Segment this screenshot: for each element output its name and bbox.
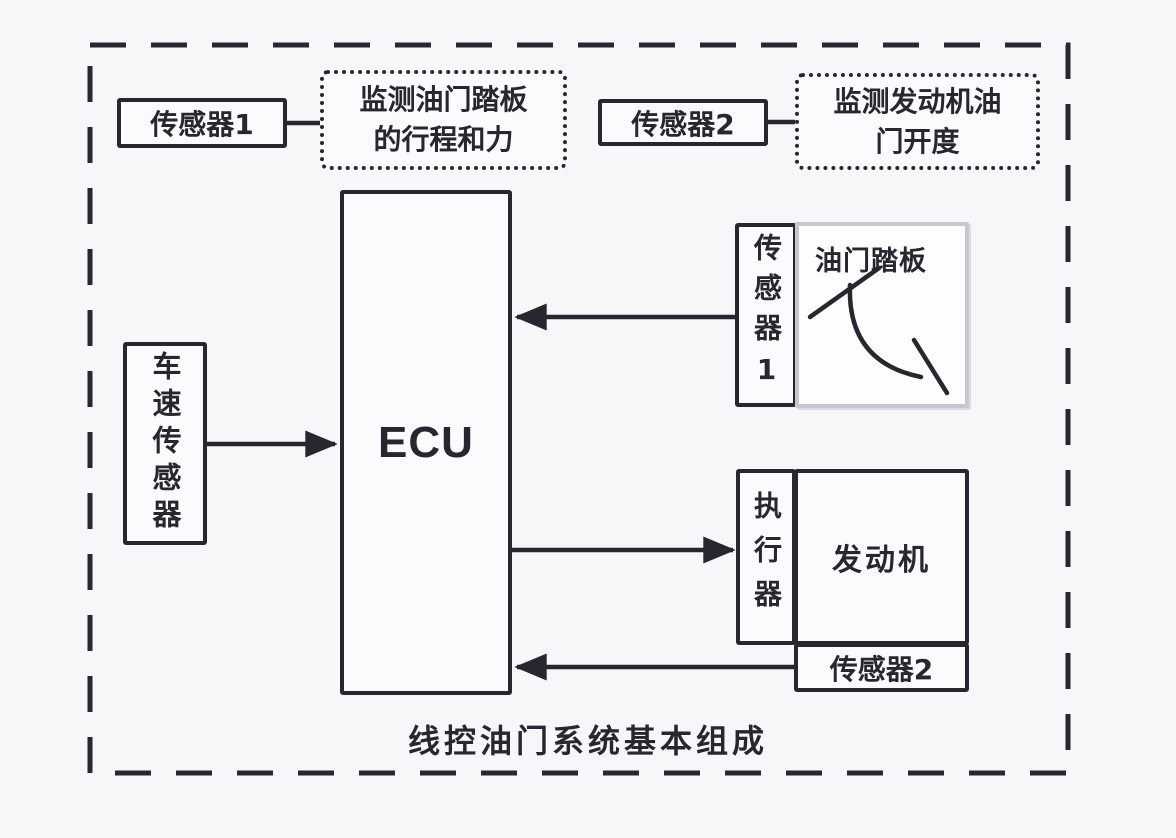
pedal-sensor-box: 传感器1 (735, 223, 797, 407)
sensor1-top-label: 传感器1 (150, 108, 254, 141)
ecu-box: ECU (340, 190, 512, 695)
pedal-image-box: 油门踏板 (795, 222, 969, 408)
sensor1-note-line2: 的行程和力 (373, 123, 514, 156)
pedal-sensor-label: 传感器1 (750, 232, 783, 398)
diagram-caption: 线控油门系统基本组成 (407, 722, 768, 760)
actuator-box: 执行器 (736, 469, 796, 645)
engine-sensor-box: 传感器2 (794, 643, 969, 692)
pedal-arc (847, 282, 924, 380)
pedal-sketch (807, 265, 950, 396)
sensor1-note-box: 监测油门踏板 的行程和力 (320, 70, 567, 170)
pedal-plate-line (911, 337, 950, 396)
sensor1-top-box: 传感器1 (117, 98, 287, 148)
outer-dashed-border (87, 42, 1071, 776)
speed-sensor-box: 车速传感器 (123, 342, 207, 545)
actuator-label: 执行器 (750, 491, 783, 623)
engine-sensor-label: 传感器2 (829, 652, 934, 686)
engine-box: 发动机 (794, 469, 969, 645)
sensor2-top-label: 传感器2 (631, 107, 735, 141)
sensor2-note-box: 监测发动机油 门开度 (795, 73, 1040, 170)
sensor1-note-line1: 监测油门踏板 (359, 83, 528, 117)
engine-label: 发动机 (832, 543, 931, 578)
sensor2-note-line2: 门开度 (875, 124, 960, 158)
speed-sensor-label: 车速传感器 (148, 351, 182, 536)
sensor2-note-line1: 监测发动机油 (833, 84, 1002, 118)
sensor2-top-box: 传感器2 (598, 99, 768, 146)
ecu-label: ECU (378, 417, 474, 467)
pedal-lever-line (807, 265, 882, 320)
